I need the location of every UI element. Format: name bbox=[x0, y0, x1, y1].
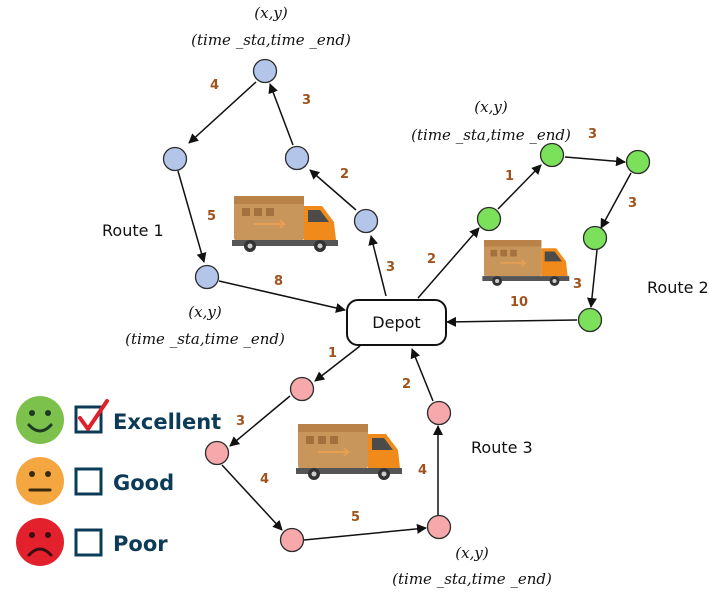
delivery-truck-icon bbox=[481, 239, 571, 287]
route-1-node bbox=[353, 208, 379, 234]
route-2-node bbox=[582, 225, 608, 251]
depot-box bbox=[346, 299, 447, 346]
route-3-node bbox=[279, 527, 305, 553]
depot-label: Depot bbox=[372, 313, 420, 332]
sad-face-icon bbox=[16, 518, 64, 566]
time-window-annotation: (time _sta,time _end) bbox=[392, 570, 552, 588]
edge-r3a-r3b bbox=[229, 395, 291, 447]
legend-label-excellent: Excellent bbox=[113, 410, 221, 434]
route-1-node bbox=[284, 145, 310, 171]
route-3-weight: 4 bbox=[260, 472, 269, 487]
route-2-weight: 1 bbox=[505, 169, 514, 184]
route-3-weight: 3 bbox=[236, 414, 245, 429]
route-3-weight: 2 bbox=[402, 377, 411, 392]
edge-r2d-r2e bbox=[586, 249, 598, 308]
route-1-weight: 3 bbox=[302, 93, 311, 108]
route-1-node bbox=[252, 58, 278, 84]
edge-depot-r3a bbox=[314, 345, 361, 382]
coord-annotation: (x,y) bbox=[188, 303, 222, 321]
delivery-truck-icon bbox=[295, 423, 403, 481]
edge-r3b-r3c bbox=[221, 464, 283, 531]
route-2-weight: 10 bbox=[510, 295, 528, 310]
edge-depot-r1a bbox=[368, 235, 387, 297]
route-3: 1 3 4 5 4 2 Route 3 (x,y) (time _sta,tim… bbox=[204, 345, 552, 588]
checkmark-icon bbox=[78, 399, 109, 431]
legend-item-good: Good bbox=[16, 457, 174, 505]
coord-annotation: (x,y) bbox=[455, 544, 489, 562]
edge-r2c-r2d bbox=[600, 172, 632, 229]
route-2-label: Route 2 bbox=[647, 278, 709, 297]
coord-annotation: (x,y) bbox=[474, 98, 508, 116]
edge-depot-r2a bbox=[417, 227, 480, 299]
time-window-annotation: (time _sta,time _end) bbox=[411, 126, 571, 144]
route-1-label: Route 1 bbox=[102, 221, 164, 240]
route-1-weight: 2 bbox=[340, 167, 349, 182]
route-3-weight: 1 bbox=[328, 346, 337, 361]
route-3-node bbox=[426, 514, 452, 540]
edge-r2b-r2c bbox=[564, 156, 626, 167]
legend-item-poor: Poor bbox=[16, 518, 168, 566]
route-3-node bbox=[426, 400, 452, 426]
checkbox-poor[interactable] bbox=[74, 528, 103, 557]
coord-annotation: (x,y) bbox=[254, 4, 288, 22]
route-1: 3 2 3 4 5 8 Route 1 (x,y) (time _sta,tim… bbox=[102, 4, 395, 348]
route-1-weight: 8 bbox=[274, 274, 283, 289]
route-3-node bbox=[204, 440, 230, 466]
legend-label-good: Good bbox=[113, 471, 174, 495]
edge-r3c-r3d bbox=[303, 523, 427, 541]
legend-item-excellent: Excellent bbox=[16, 396, 221, 444]
neutral-face-icon bbox=[16, 457, 64, 505]
route-2-node bbox=[539, 142, 565, 168]
route-3-label: Route 3 bbox=[471, 438, 533, 457]
edge-r1b-r1c bbox=[268, 83, 294, 146]
route-2-node bbox=[476, 206, 502, 232]
edge-r3e-depot bbox=[410, 348, 434, 402]
edge-r1c-r1d bbox=[188, 81, 257, 144]
route-1-weight: 4 bbox=[210, 78, 219, 93]
route-2-weight: 2 bbox=[427, 252, 436, 267]
route-2-node bbox=[625, 149, 651, 175]
route-2-weight: 3 bbox=[628, 196, 637, 211]
time-window-annotation: (time _sta,time _end) bbox=[125, 330, 285, 348]
route-3-weight: 4 bbox=[418, 463, 427, 478]
edge-r1a-r1b bbox=[309, 169, 357, 211]
checkbox-good[interactable] bbox=[74, 467, 103, 496]
edge-r2a-r2b bbox=[497, 164, 542, 210]
route-3-weight: 5 bbox=[351, 510, 360, 525]
route-2-weight: 3 bbox=[573, 277, 582, 292]
time-window-annotation: (time _sta,time _end) bbox=[191, 31, 351, 49]
edge-r2e-depot bbox=[446, 316, 578, 327]
depot: Depot bbox=[346, 299, 447, 346]
edge-r1d-r1e bbox=[177, 170, 207, 263]
rating-legend: Excellent Good Poor bbox=[16, 396, 221, 566]
route-2-node bbox=[577, 307, 603, 333]
route-1-weight: 3 bbox=[386, 260, 395, 275]
delivery-truck-icon bbox=[231, 195, 339, 253]
route-3-node bbox=[289, 376, 315, 402]
edge-r1e-depot bbox=[218, 280, 346, 313]
happy-face-icon bbox=[16, 396, 64, 444]
route-2: 2 1 3 3 3 10 Route 2 (x,y) (time _sta,ti… bbox=[411, 98, 709, 333]
route-2-weight: 3 bbox=[588, 127, 597, 142]
route-1-node bbox=[162, 146, 188, 172]
legend-label-poor: Poor bbox=[113, 532, 168, 556]
route-1-node bbox=[194, 264, 220, 290]
route-1-weight: 5 bbox=[207, 209, 216, 224]
